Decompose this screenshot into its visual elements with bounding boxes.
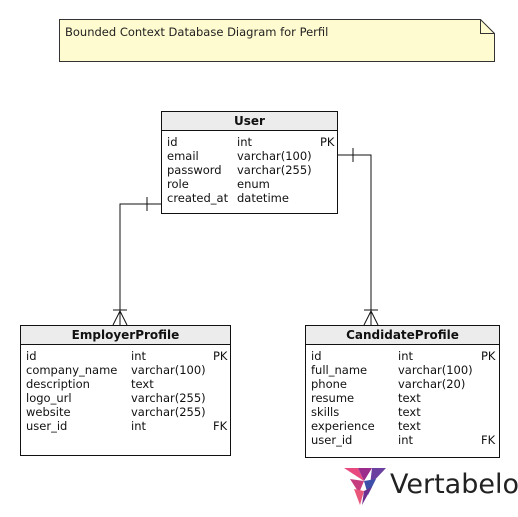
- column-type: text: [398, 405, 421, 419]
- column-type: varchar(255): [131, 405, 206, 419]
- column-row: email varchar(100): [162, 149, 337, 163]
- column-type: text: [398, 419, 421, 433]
- relation-user-employer: [119, 203, 161, 325]
- column-name: phone: [311, 377, 347, 391]
- column-type: varchar(100): [237, 149, 312, 163]
- column-key: PK: [213, 349, 228, 363]
- column-row: id int PK: [21, 349, 230, 363]
- column-row: experience text: [306, 419, 499, 433]
- column-type: int: [131, 419, 146, 433]
- column-type: text: [131, 377, 154, 391]
- column-key: FK: [213, 419, 228, 433]
- note-text: Bounded Context Database Diagram for Per…: [65, 25, 329, 39]
- column-row: user_id int FK: [306, 433, 499, 447]
- column-name: website: [26, 405, 71, 419]
- column-name: id: [311, 349, 322, 363]
- column-type: varchar(20): [398, 377, 466, 391]
- column-name: created_at: [167, 191, 229, 205]
- crowfoot-employer: [112, 309, 128, 326]
- column-name: email: [167, 149, 199, 163]
- column-type: enum: [237, 177, 270, 191]
- column-key: PK: [320, 135, 335, 149]
- vertabelo-logo: Vertabelo: [342, 465, 518, 509]
- column-name: password: [167, 163, 222, 177]
- relation-user-candidate: [337, 154, 372, 325]
- column-name: experience: [311, 419, 375, 433]
- column-type: int: [398, 433, 413, 447]
- column-row: id int PK: [306, 349, 499, 363]
- column-row: website varchar(255): [21, 405, 230, 419]
- column-name: id: [167, 135, 178, 149]
- column-type: text: [398, 391, 421, 405]
- vertabelo-mark-icon: [344, 468, 386, 505]
- column-row: skills text: [306, 405, 499, 419]
- column-key: PK: [481, 349, 496, 363]
- table-title: CandidateProfile: [306, 326, 499, 345]
- column-type: varchar(100): [131, 363, 206, 377]
- column-row: resume text: [306, 391, 499, 405]
- table-title: User: [162, 112, 337, 131]
- column-name: skills: [311, 405, 340, 419]
- column-name: logo_url: [26, 391, 72, 405]
- column-type: datetime: [237, 191, 289, 205]
- table-title: EmployerProfile: [21, 326, 230, 345]
- column-row: id int PK: [162, 135, 337, 149]
- column-type: varchar(255): [237, 163, 312, 177]
- vertabelo-wordmark: Vertabelo: [390, 469, 518, 500]
- column-type: int: [398, 349, 413, 363]
- diagram-note: Bounded Context Database Diagram for Per…: [59, 19, 495, 62]
- column-key: FK: [481, 433, 496, 447]
- column-row: created_at datetime: [162, 191, 337, 205]
- column-type: int: [237, 135, 252, 149]
- column-name: resume: [311, 391, 355, 405]
- column-name: description: [26, 377, 90, 391]
- column-name: user_id: [26, 419, 68, 433]
- column-type: varchar(255): [131, 391, 206, 405]
- column-type: varchar(100): [398, 363, 473, 377]
- column-row: full_name varchar(100): [306, 363, 499, 377]
- column-name: company_name: [26, 363, 118, 377]
- column-row: description text: [21, 377, 230, 391]
- column-type: int: [131, 349, 146, 363]
- column-name: id: [26, 349, 37, 363]
- crowfoot-candidate: [363, 309, 379, 326]
- column-row: password varchar(255): [162, 163, 337, 177]
- column-row: phone varchar(20): [306, 377, 499, 391]
- column-row: logo_url varchar(255): [21, 391, 230, 405]
- table-user[interactable]: User id int PK email varchar(100) password v…: [161, 111, 338, 214]
- column-row: role enum: [162, 177, 337, 191]
- column-row: company_name varchar(100): [21, 363, 230, 377]
- column-row: user_id int FK: [21, 419, 230, 433]
- column-name: role: [167, 177, 189, 191]
- column-name: full_name: [311, 363, 368, 377]
- column-name: user_id: [311, 433, 353, 447]
- note-shape: [59, 19, 495, 62]
